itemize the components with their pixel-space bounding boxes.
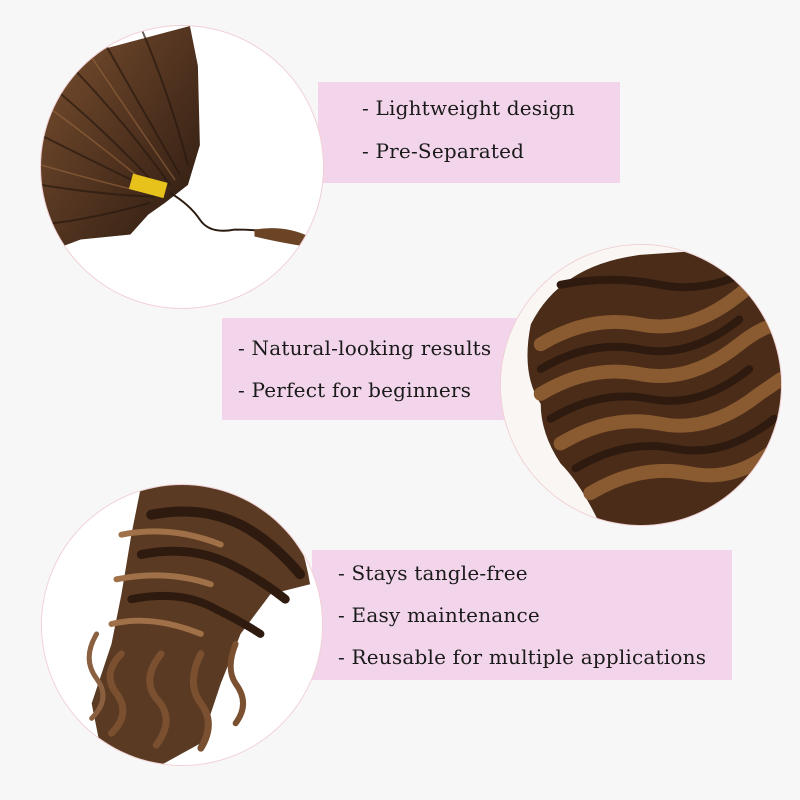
feature-text: - Reusable for multiple applications	[338, 645, 707, 669]
feature-text: - Perfect for beginners	[238, 378, 472, 402]
product-image-deep-wave-closeup	[500, 244, 782, 526]
hair-strands-illustration	[41, 26, 310, 255]
deep-wave-illustration	[501, 245, 781, 525]
feature-text: - Pre-Separated	[362, 139, 525, 163]
wavy-hair-ends-illustration	[42, 485, 322, 765]
feature-band-1: - Lightweight design - Pre-Separated	[318, 82, 620, 183]
product-image-deep-wave-ends	[41, 484, 323, 766]
feature-band-2: - Natural-looking results - Perfect for …	[222, 318, 522, 420]
feature-text: - Lightweight design	[362, 96, 575, 120]
feature-text: - Natural-looking results	[238, 336, 492, 360]
product-image-microlink-strands	[40, 25, 324, 309]
gold-clip-shape	[128, 173, 168, 199]
feature-text: - Easy maintenance	[338, 603, 540, 627]
feature-band-3: - Stays tangle-free - Easy maintenance -…	[312, 550, 732, 680]
feature-text: - Stays tangle-free	[338, 561, 528, 585]
